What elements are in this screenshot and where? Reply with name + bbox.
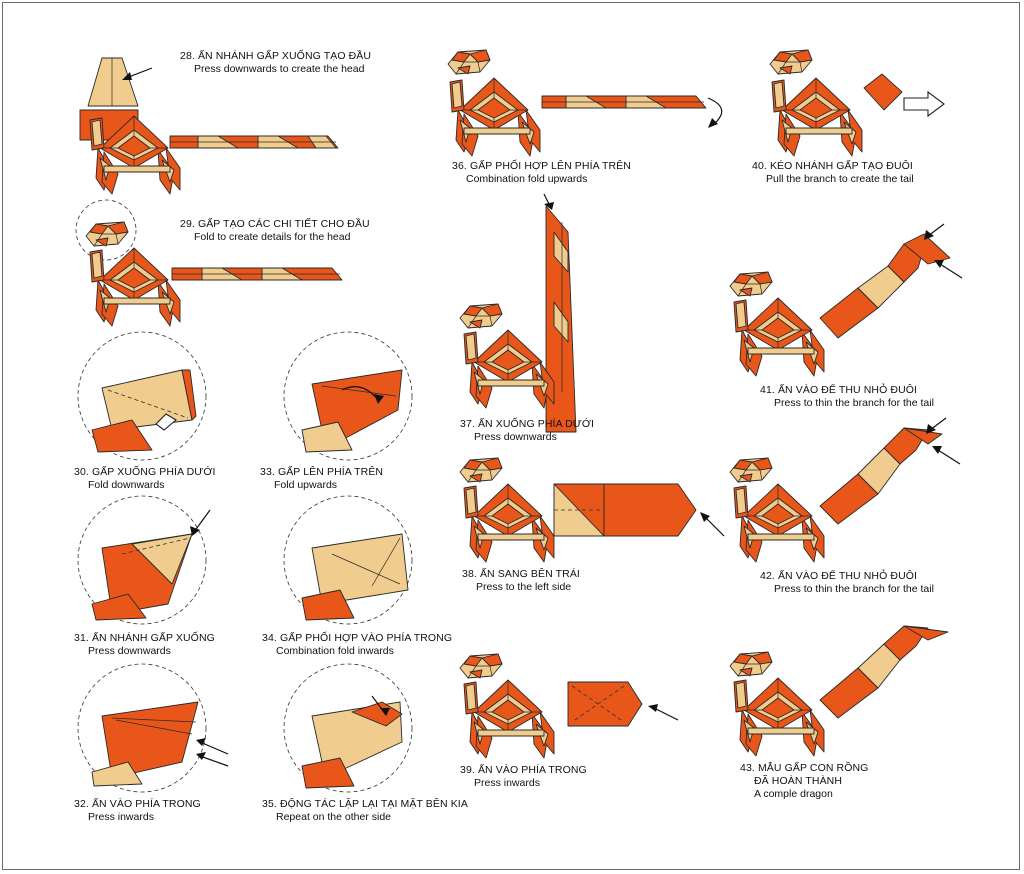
step-title-en: Press downwards bbox=[88, 645, 171, 657]
step-number: 39. bbox=[460, 764, 475, 776]
step-32-caption: 32. ẤN VÀO PHÍA TRONG Press inwards bbox=[74, 798, 201, 824]
step-34-figure bbox=[282, 494, 422, 626]
step-28-caption: 28. ẤN NHÁNH GẤP XUỐNG TẠO ĐẦU Press dow… bbox=[180, 50, 371, 76]
step-number: 37. bbox=[460, 418, 475, 430]
step-title-vi: ẤN VÀO ĐỂ THU NHỎ ĐUÔI bbox=[777, 570, 918, 582]
step-title-en: Fold downwards bbox=[88, 479, 165, 491]
step-title-vi: GẤP XUỐNG PHÍA DƯỚI bbox=[91, 466, 216, 478]
step-40-caption: 40. KÉO NHÁNH GẤP TẠO ĐUÔI Pull the bran… bbox=[752, 160, 914, 186]
step-title-vi: ĐỘNG TÁC LẶP LẠI TẠI MẶT BÊN KIA bbox=[279, 798, 468, 810]
step-title-vi: GẤP PHỐI HỢP VÀO PHÍA TRONG bbox=[279, 632, 453, 644]
step-40-figure bbox=[768, 48, 948, 158]
step-title-en: Press downwards bbox=[474, 431, 557, 443]
step-number: 31. bbox=[74, 632, 89, 644]
step-number: 30. bbox=[74, 466, 89, 478]
step-35-caption: 35. ĐỘNG TÁC LẶP LẠI TẠI MẶT BÊN KIA Rep… bbox=[262, 798, 468, 824]
step-title-en: Press inwards bbox=[88, 811, 154, 823]
step-title-vi-line2: ĐÃ HOÀN THÀNH bbox=[754, 775, 843, 787]
step-29-figure bbox=[72, 199, 372, 330]
step-37-caption: 37. ẤN XUỐNG PHÍA DƯỚI Press downwards bbox=[460, 418, 594, 444]
step-38-caption: 38. ẤN SANG BÊN TRÁI Press to the left s… bbox=[462, 568, 580, 594]
step-41-caption: 41. ẤN VÀO ĐỂ THU NHỎ ĐUÔI Press to thin… bbox=[760, 384, 934, 410]
step-title-vi: ẤN NHÁNH GẤP XUỐNG bbox=[91, 632, 215, 644]
step-36-caption: 36. GẤP PHỐI HỢP LÊN PHÍA TRÊN Combinati… bbox=[452, 160, 631, 186]
step-title-en: Press downwards to create the head bbox=[194, 63, 365, 75]
step-number: 28. bbox=[180, 50, 195, 62]
step-42-figure bbox=[728, 414, 968, 564]
step-title-vi: GẤP TẠO CÁC CHI TIẾT CHO ĐẦU bbox=[197, 218, 370, 230]
step-title-en: Press to thin the branch for the tail bbox=[774, 397, 934, 409]
step-title-en: Repeat on the other side bbox=[276, 811, 391, 823]
step-39-caption: 39. ẤN VÀO PHÍA TRONG Press inwards bbox=[460, 764, 587, 790]
step-42-caption: 42. ẤN VÀO ĐỂ THU NHỎ ĐUÔI Press to thin… bbox=[760, 570, 934, 596]
step-title-en: Fold upwards bbox=[274, 479, 338, 491]
step-number: 38. bbox=[462, 568, 477, 580]
step-30-caption: 30. GẤP XUỐNG PHÍA DƯỚI Fold downwards bbox=[74, 466, 215, 492]
step-29-caption: 29. GẤP TẠO CÁC CHI TIẾT CHO ĐẦU Fold to… bbox=[180, 218, 370, 244]
step-title-vi: ẤN VÀO ĐỂ THU NHỎ ĐUÔI bbox=[777, 384, 918, 396]
step-number: 29. bbox=[180, 218, 195, 230]
step-31-caption: 31. ẤN NHÁNH GẤP XUỐNG Press downwards bbox=[74, 632, 215, 658]
step-title-en: Press to the left side bbox=[476, 581, 572, 593]
step-number: 36. bbox=[452, 160, 467, 172]
step-number: 40. bbox=[752, 160, 767, 172]
step-title-vi: ẤN VÀO PHÍA TRONG bbox=[91, 798, 201, 810]
step-title-vi: ẤN XUỐNG PHÍA DƯỚI bbox=[477, 418, 594, 430]
step-title-en: Press inwards bbox=[474, 777, 540, 789]
step-number: 41. bbox=[760, 384, 775, 396]
step-35-figure bbox=[282, 662, 422, 794]
step-title-vi: GẤP PHỐI HỢP LÊN PHÍA TRÊN bbox=[469, 160, 631, 172]
step-number: 35. bbox=[262, 798, 277, 810]
step-number: 43. bbox=[740, 762, 755, 774]
step-title-vi: ẤN VÀO PHÍA TRONG bbox=[477, 764, 587, 776]
step-title-vi: KÉO NHÁNH GẤP TẠO ĐUÔI bbox=[769, 160, 913, 172]
step-title-en: Fold to create details for the head bbox=[194, 231, 351, 243]
step-title-vi: ẤN NHÁNH GẤP XUỐNG TẠO ĐẦU bbox=[197, 50, 372, 62]
step-39-figure bbox=[458, 652, 688, 759]
step-number: 33. bbox=[260, 466, 275, 478]
step-33-figure bbox=[282, 330, 422, 461]
step-31-figure bbox=[72, 494, 212, 626]
step-number: 32. bbox=[74, 798, 89, 810]
step-32-figure bbox=[72, 662, 232, 794]
step-28-figure bbox=[78, 48, 378, 195]
step-37-figure bbox=[458, 192, 598, 433]
step-title-en: Press to thin the branch for the tail bbox=[774, 583, 934, 595]
step-43-caption: 43. MẪU GẤP CON RỒNG ĐÃ HOÀN THÀNH A com… bbox=[740, 762, 868, 801]
step-title-en: Combination fold inwards bbox=[276, 645, 394, 657]
step-41-figure bbox=[728, 218, 968, 378]
step-title-vi: MẪU GẤP CON RỒNG bbox=[757, 762, 869, 774]
step-36-figure bbox=[446, 48, 736, 188]
step-30-figure bbox=[72, 330, 212, 461]
step-38-figure bbox=[458, 456, 728, 568]
step-34-caption: 34. GẤP PHỐI HỢP VÀO PHÍA TRONG Combinat… bbox=[262, 632, 452, 658]
step-title-en: Pull the branch to create the tail bbox=[766, 173, 914, 185]
step-title-vi: GẤP LÊN PHÍA TRÊN bbox=[277, 466, 384, 478]
step-43-figure bbox=[728, 618, 958, 758]
step-title-en: Combination fold upwards bbox=[466, 173, 588, 185]
step-title-vi: ẤN SANG BÊN TRÁI bbox=[479, 568, 580, 580]
step-number: 42. bbox=[760, 570, 775, 582]
step-33-caption: 33. GẤP LÊN PHÍA TRÊN Fold upwards bbox=[260, 466, 383, 492]
step-title-en: A comple dragon bbox=[754, 788, 833, 800]
step-number: 34. bbox=[262, 632, 277, 644]
